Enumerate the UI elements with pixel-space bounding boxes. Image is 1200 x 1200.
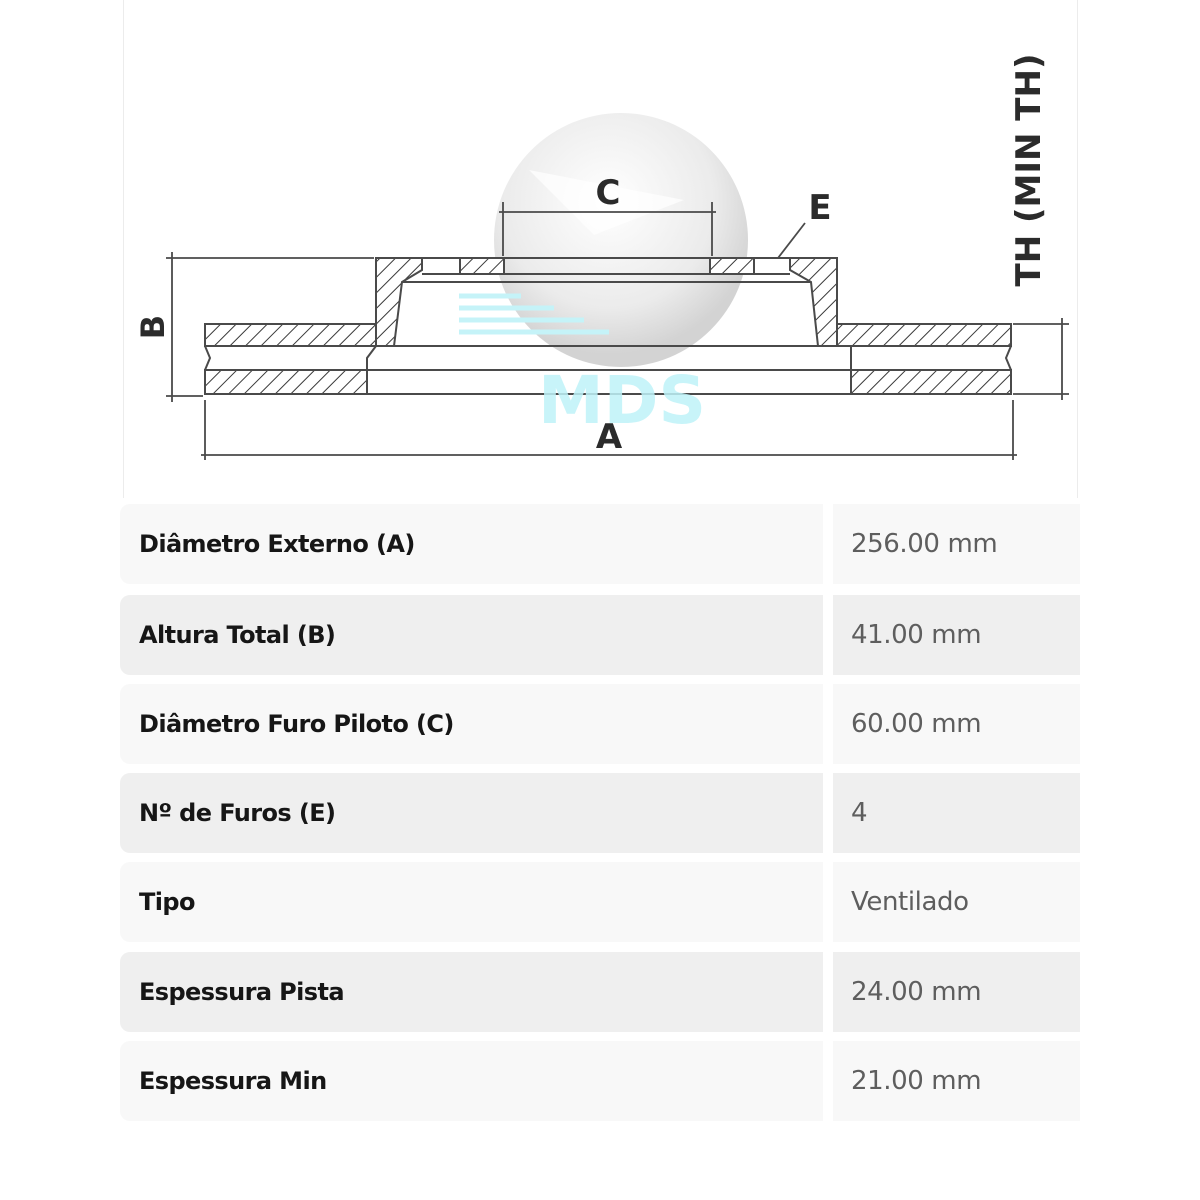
dimension-label-a: A — [596, 417, 623, 457]
spec-label: Altura Total (B) — [120, 595, 823, 675]
spec-row: Diâmetro Externo (A) 256.00 mm — [120, 504, 1080, 584]
spec-label: Diâmetro Externo (A) — [120, 504, 823, 584]
spec-value: 60.00 mm — [833, 684, 1080, 764]
watermark-text: MDS — [538, 362, 706, 439]
watermark-logo — [459, 113, 748, 367]
disc-body — [204, 257, 1012, 395]
spec-label: Espessura Pista — [120, 952, 823, 1032]
spec-row: Diâmetro Furo Piloto (C) 60.00 mm — [120, 684, 1080, 764]
spec-value: Ventilado — [833, 862, 1080, 942]
spec-row: Nº de Furos (E) 4 — [120, 773, 1080, 853]
dimension-lines — [166, 202, 1069, 460]
spec-label: Espessura Min — [120, 1041, 823, 1121]
dimension-label-b: B — [134, 315, 172, 339]
spec-row: Tipo Ventilado — [120, 862, 1080, 942]
brake-disc-diagram: A B C E TH (MIN TH) MDS — [123, 0, 1078, 498]
spec-value: 41.00 mm — [833, 595, 1080, 675]
spec-value: 24.00 mm — [833, 952, 1080, 1032]
spec-label: Nº de Furos (E) — [120, 773, 823, 853]
spec-value: 4 — [833, 773, 1080, 853]
brake-disc-cross-section: A B C E TH (MIN TH) MDS — [134, 54, 1069, 460]
spec-row: Espessura Pista 24.00 mm — [120, 952, 1080, 1032]
spec-row: Altura Total (B) 41.00 mm — [120, 595, 1080, 675]
dimension-label-th: TH (MIN TH) — [1009, 54, 1049, 287]
spec-label: Diâmetro Furo Piloto (C) — [120, 684, 823, 764]
spec-label: Tipo — [120, 862, 823, 942]
dimension-label-e: E — [808, 188, 831, 228]
spec-value: 21.00 mm — [833, 1041, 1080, 1121]
spec-row: Espessura Min 21.00 mm — [120, 1041, 1080, 1121]
spec-value: 256.00 mm — [833, 504, 1080, 584]
dimension-label-c: C — [596, 173, 621, 213]
